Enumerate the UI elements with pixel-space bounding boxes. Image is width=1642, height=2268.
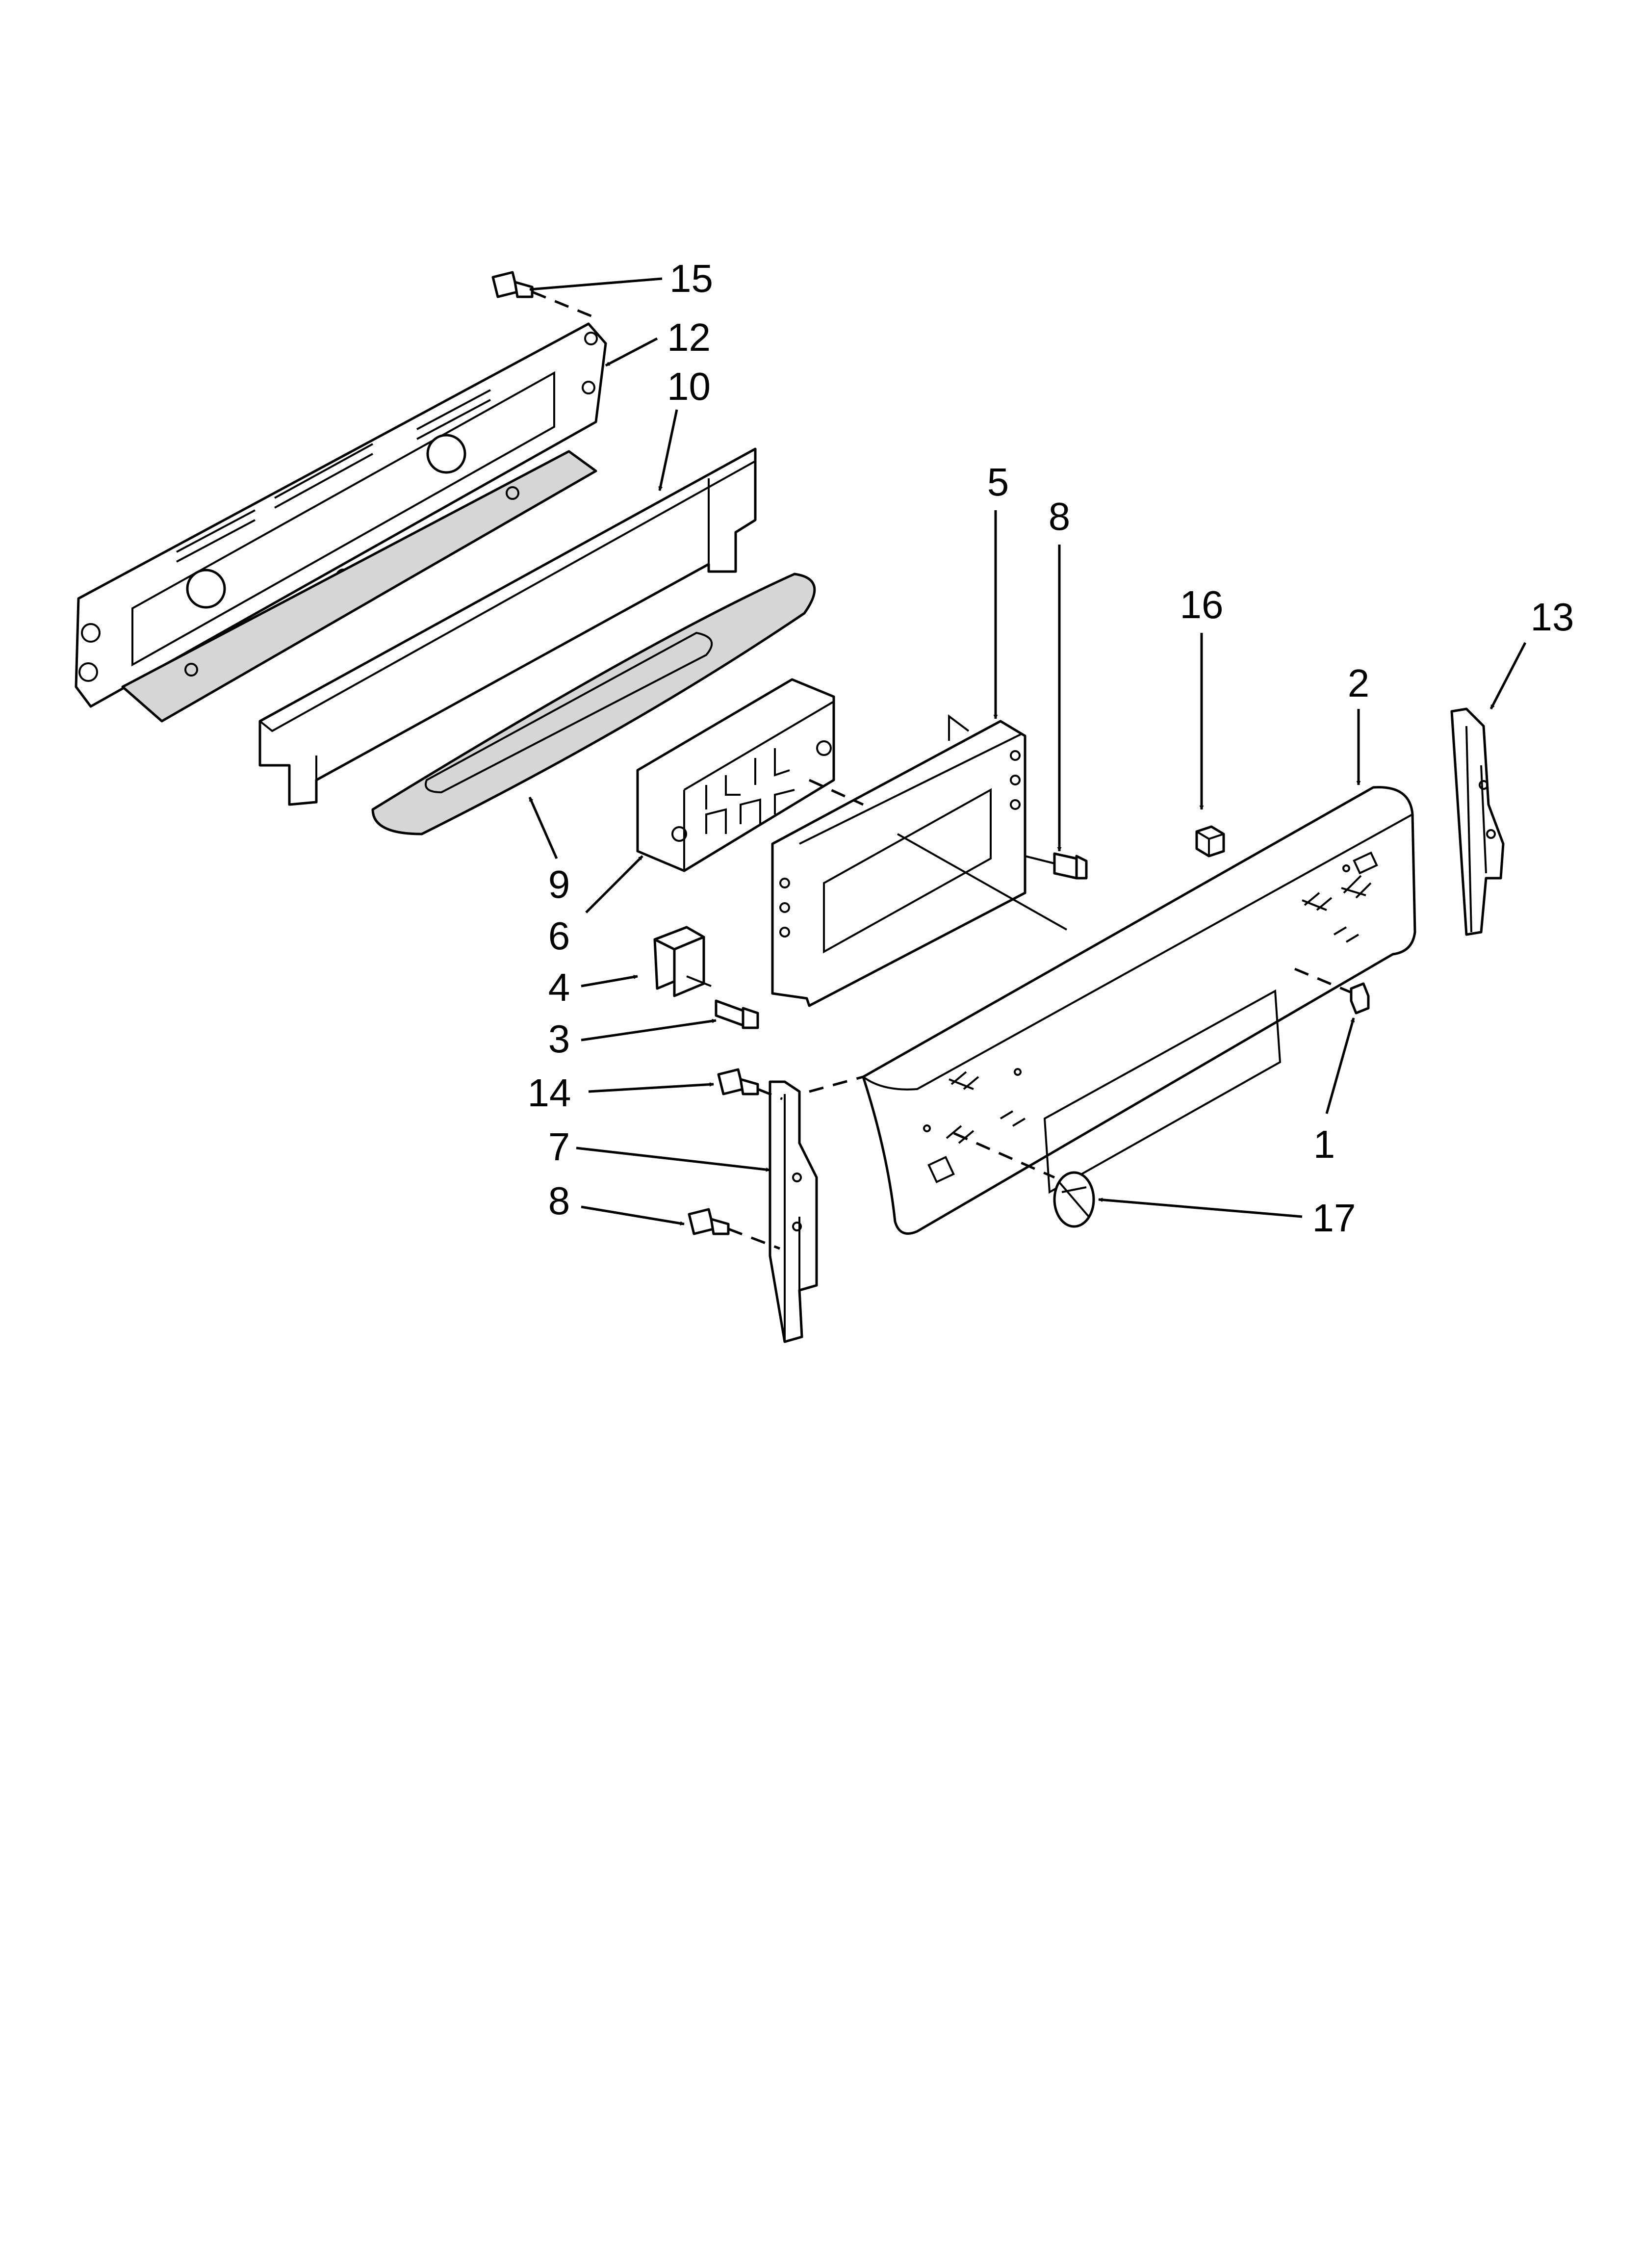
callout-8-bottom: 8 <box>548 1179 570 1223</box>
leader-6 <box>585 855 643 913</box>
part-14-screw <box>717 1068 783 1100</box>
part-7-left-end-cap <box>769 1080 818 1343</box>
part-13-right-end-cap <box>1450 707 1505 936</box>
part-2-control-panel <box>862 786 1416 1235</box>
part-12-rear-bracket <box>75 322 607 723</box>
part-4-switch <box>653 926 712 997</box>
leader-3 <box>581 1018 717 1042</box>
leader-7 <box>576 1147 770 1172</box>
leader-1 <box>1325 1017 1355 1114</box>
part-15-screw <box>491 271 599 320</box>
part-1-button <box>1350 982 1370 1015</box>
callout-15: 15 <box>669 257 713 300</box>
leader-15 <box>529 277 663 291</box>
callout-numbers: 15 12 10 5 8 16 13 2 9 6 4 3 14 7 8 1 17 <box>528 257 1574 1240</box>
callout-9: 9 <box>548 862 570 906</box>
part-6-electronic-control <box>636 678 835 872</box>
leader-10 <box>658 409 678 491</box>
part-9-trim <box>371 573 816 835</box>
callout-3: 3 <box>548 1017 570 1061</box>
callout-1: 1 <box>1313 1122 1335 1166</box>
part-8-screw-top <box>1025 852 1088 880</box>
callout-2: 2 <box>1348 661 1370 705</box>
part-16-clip <box>1195 825 1225 858</box>
part-5-display-housing <box>771 714 1067 1007</box>
callout-12: 12 <box>667 315 711 359</box>
callout-10: 10 <box>667 365 711 408</box>
callout-5: 5 <box>987 460 1009 504</box>
leader-14 <box>588 1082 714 1093</box>
callout-16: 16 <box>1180 583 1224 626</box>
callout-7: 7 <box>548 1125 570 1169</box>
callout-leaders <box>528 277 1527 1226</box>
leader-8-bottom <box>581 1205 685 1226</box>
leader-9 <box>528 796 558 860</box>
part-17-knob <box>1053 1171 1095 1228</box>
part-8-screw-bottom <box>688 1208 780 1250</box>
callout-14: 14 <box>528 1071 571 1115</box>
callout-17: 17 <box>1312 1196 1356 1240</box>
callout-6: 6 <box>548 914 570 958</box>
leader-13 <box>1489 642 1527 710</box>
leader-4 <box>581 974 638 988</box>
leader-12 <box>605 337 658 367</box>
leader-17 <box>1098 1198 1303 1218</box>
callout-4: 4 <box>548 965 570 1009</box>
callout-8-top: 8 <box>1049 495 1071 538</box>
part-10-shield <box>258 447 757 806</box>
callout-13: 13 <box>1531 595 1574 639</box>
part-3-screw <box>715 999 759 1029</box>
